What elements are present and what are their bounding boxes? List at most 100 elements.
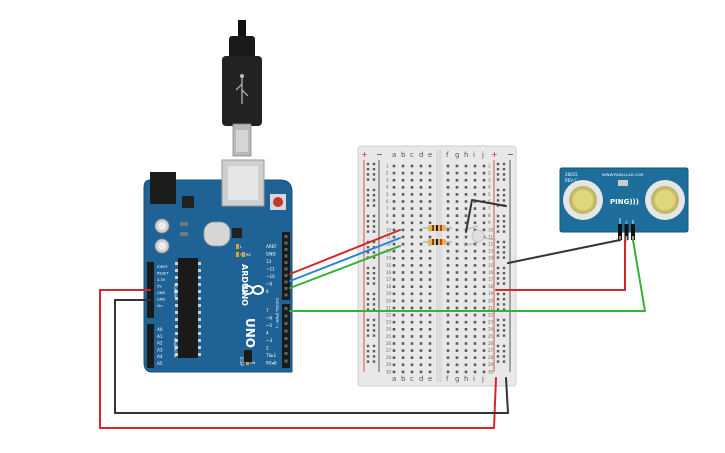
rail-plus-label-right: + [491, 150, 498, 159]
breadboard-row-number: 23 [386, 320, 392, 325]
power-pin-label: Vin [157, 304, 163, 308]
breadboard-column-letter: f [446, 151, 449, 159]
breadboard-row-number: 13 [488, 249, 494, 254]
breadboard-row-number: 19 [488, 291, 494, 296]
breadboard-row-number: 25 [386, 334, 392, 339]
board-led [236, 252, 239, 257]
sensor-pin [618, 224, 622, 240]
digital-pin-label: ~11 [266, 267, 275, 272]
breadboard-row-number: 9 [488, 220, 491, 225]
breadboard-row-number: 2 [386, 171, 389, 176]
breadboard-row-number: 9 [386, 220, 389, 225]
breadboard-row-number: 4 [386, 185, 389, 190]
breadboard-row-number: 28 [488, 355, 494, 360]
digital-pin-label: AREF [266, 244, 277, 249]
resistor [423, 225, 452, 231]
breadboard-row-number: 6 [488, 199, 491, 204]
power-pin-label: GND [157, 298, 165, 302]
breadboard-row-number: 12 [488, 242, 494, 247]
digital-pin-label: 8 [266, 289, 269, 294]
breadboard-row-number: 1 [386, 163, 389, 168]
analog-pin-label: A4 [157, 354, 163, 359]
breadboard-column-letter: i [473, 375, 475, 383]
breadboard-row-number: 1 [488, 163, 491, 168]
sensor-pin [624, 224, 629, 240]
analog-pin-label: A0 [157, 327, 163, 332]
breadboard-row-number: 6 [386, 199, 389, 204]
breadboard-row-number: 25 [488, 334, 494, 339]
breadboard-row-number: 27 [488, 348, 494, 353]
breadboard-row-number: 17 [386, 277, 392, 282]
digital-pin-label: ~9 [266, 282, 273, 287]
icsp-label: ICSP [239, 357, 244, 367]
rail-minus-label: − [376, 150, 383, 159]
breadboard-row-number: 8 [488, 213, 491, 218]
sensor-pin-label: GND [618, 218, 622, 224]
breadboard-column-letter: g [455, 375, 459, 383]
breadboard-row-number: 29 [488, 362, 494, 367]
wire-black-sensor [507, 239, 621, 264]
breadboard-row-number: 18 [488, 284, 494, 289]
digital-header-top [282, 232, 290, 300]
breadboard-row-number: 29 [386, 362, 392, 367]
breadboard-row-number: 10 [386, 227, 392, 232]
breadboard-row-number: 5 [488, 192, 491, 197]
digital-header-lower [282, 304, 290, 368]
breadboard-column-letter: b [401, 151, 406, 159]
digital-pin-label: RX◂0 [266, 361, 277, 366]
breadboard-row-number: 12 [386, 242, 392, 247]
crystal [203, 221, 231, 247]
breadboard-row-number: 30 [488, 369, 494, 374]
breadboard-column-letter: e [428, 375, 432, 383]
breadboard-row-number: 11 [386, 234, 392, 239]
breadboard-column-letter: a [392, 375, 396, 383]
led [463, 225, 497, 247]
breadboard-column-letter: c [410, 151, 414, 159]
wire-red-5v [99, 289, 497, 429]
analog-header [147, 324, 154, 368]
breadboard-row-number: 2 [488, 171, 491, 176]
breadboard-column-letter: b [401, 375, 406, 383]
wire-red-sensor [495, 239, 626, 291]
digital-pin-label: ~6 [266, 316, 273, 321]
power-pin-label: IOREF [157, 265, 168, 269]
ping-ultrasonic-sensor: 28015 REV C WWW.PARALLAX.COM PING))) GND… [559, 167, 689, 242]
arduino-model-text: UNO [243, 318, 257, 348]
breadboard-column-letter: a [392, 151, 396, 159]
breadboard-column-letter: d [419, 151, 423, 159]
rail-plus-label: + [361, 150, 368, 159]
breadboard-row-number: 11 [488, 234, 494, 239]
breadboard-row-number: 20 [386, 298, 392, 303]
wire-red [289, 229, 401, 275]
breadboard-column-letter: i [473, 151, 475, 159]
digital-pin-label: 2 [266, 346, 269, 351]
analog-title: ANALOG IN [173, 338, 177, 358]
breadboard-row-number: 15 [386, 263, 392, 268]
rail-minus-label-right: − [507, 150, 514, 159]
digital-pin-label: TX▸1 [265, 353, 277, 358]
breadboard-row-number: 18 [386, 284, 392, 289]
breadboard-column-letter: j [481, 375, 484, 383]
breadboard-row-number: 19 [386, 291, 392, 296]
breadboard-row-number: 7 [386, 206, 389, 211]
analog-pin-label: A2 [157, 341, 163, 346]
breadboard-row-number: 14 [386, 256, 392, 261]
breadboard-column-letter: h [464, 151, 468, 159]
digital-label: DIGITAL (PWM ~) [275, 298, 279, 329]
breadboard-row-number: 22 [386, 313, 392, 318]
sensor-website: WWW.PARALLAX.COM [602, 172, 643, 177]
digital-pin-label: GND [266, 252, 276, 257]
breadboard-column-letter: j [481, 151, 484, 159]
digital-pin-label: 7 [266, 308, 269, 313]
arduino-infinity-logo [242, 285, 264, 295]
breadboard-row-number: 23 [488, 320, 494, 325]
breadboard-row-number: 22 [488, 313, 494, 318]
sensor-pin-label: 5V [625, 220, 629, 224]
analog-pin-label: A5 [157, 361, 163, 366]
breadboard-row-number: 20 [488, 298, 494, 303]
board-led [246, 360, 249, 365]
breadboard-row-number: 26 [488, 341, 494, 346]
